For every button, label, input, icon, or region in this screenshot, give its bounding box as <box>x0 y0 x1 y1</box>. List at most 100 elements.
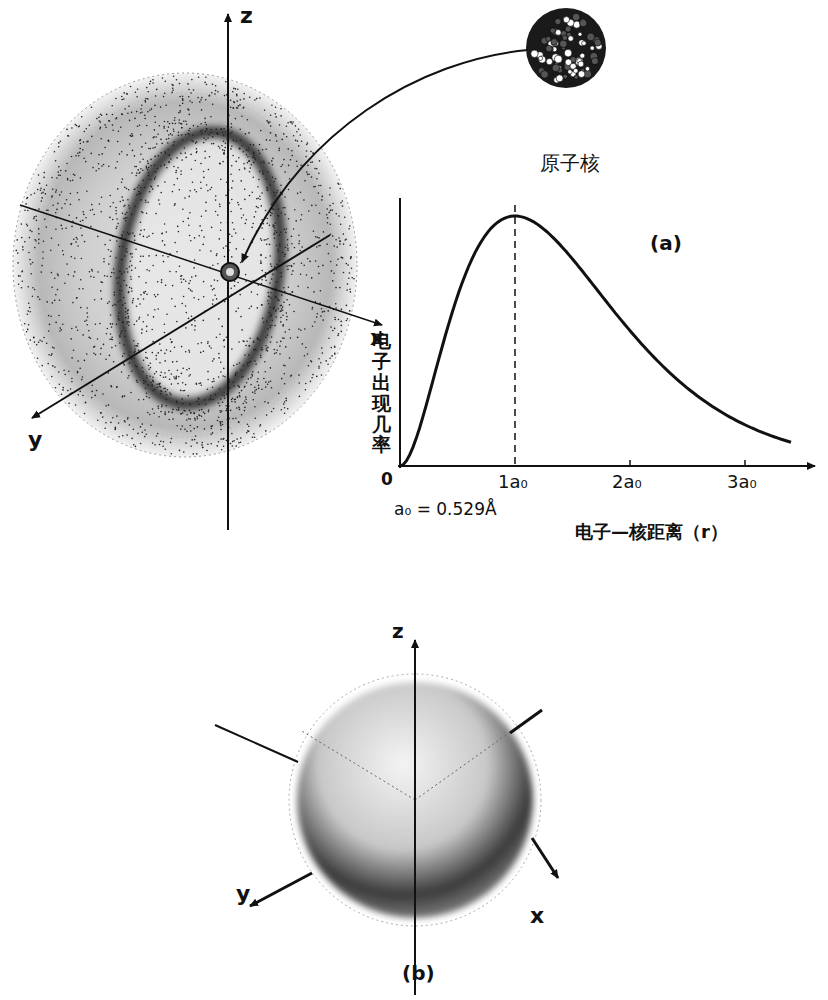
cloud-dot <box>225 143 227 145</box>
cloud-dot <box>220 229 222 231</box>
cloud-dot <box>168 419 170 421</box>
cloud-dot <box>115 345 117 347</box>
cloud-dot <box>104 244 106 246</box>
cloud-dot <box>110 206 112 208</box>
cloud-dot <box>237 397 239 399</box>
cloud-dot <box>249 96 251 98</box>
cloud-dot <box>175 271 177 273</box>
cloud-dot <box>178 112 180 114</box>
cloud-dot <box>265 210 267 212</box>
cloud-dot <box>284 407 286 409</box>
cloud-dot <box>91 136 93 138</box>
cloud-dot <box>157 134 159 136</box>
cloud-dot <box>16 239 18 241</box>
cloud-dot <box>129 287 131 289</box>
cloud-dot <box>203 350 205 352</box>
cloud-dot <box>194 439 196 441</box>
cloud-dot <box>212 360 214 362</box>
cloud-dot <box>223 340 225 342</box>
cloud-dot <box>162 240 164 242</box>
cloud-dot <box>199 235 201 237</box>
cloud-dot <box>68 274 70 276</box>
cloud-dot <box>161 143 163 145</box>
cloud-dot <box>141 104 143 106</box>
cloud-dot <box>318 237 320 239</box>
cloud-dot <box>188 196 190 198</box>
cloud-dot <box>145 101 147 103</box>
cloud-dot <box>134 206 136 208</box>
cloud-dot <box>209 399 211 401</box>
cloud-dot <box>113 268 115 270</box>
cloud-dot <box>65 170 67 172</box>
cloud-dot <box>144 436 146 438</box>
cloud-dot <box>68 402 70 404</box>
cloud-dot <box>178 132 180 134</box>
cloud-dot <box>159 384 161 386</box>
cloud-dot <box>173 141 175 143</box>
cloud-dot <box>126 323 128 325</box>
cloud-dot <box>229 202 231 204</box>
cloud-dot <box>115 304 117 306</box>
cloud-dot <box>71 243 73 245</box>
cloud-dot <box>34 341 36 343</box>
cloud-dot <box>223 395 225 397</box>
cloud-dot <box>99 128 101 130</box>
cloud-dot <box>206 450 208 452</box>
cloud-dot <box>286 136 288 138</box>
cloud-dot <box>287 244 289 246</box>
cloud-dot <box>97 236 99 238</box>
cloud-dot <box>25 203 27 205</box>
cloud-dot <box>134 324 136 326</box>
cloud-dot <box>277 215 279 217</box>
cloud-dot <box>174 347 176 349</box>
cloud-dot <box>152 377 154 379</box>
cloud-dot <box>104 124 106 126</box>
cloud-dot <box>237 107 239 109</box>
cloud-dot <box>212 381 214 383</box>
cloud-dot <box>232 91 234 93</box>
cloud-dot <box>247 424 249 426</box>
cloud-dot <box>297 337 299 339</box>
cloud-dot <box>168 162 170 164</box>
cloud-dot <box>287 122 289 124</box>
cloud-dot <box>108 165 110 167</box>
cloud-dot <box>346 289 348 291</box>
cloud-dot <box>241 414 243 416</box>
cloud-dot <box>52 189 54 191</box>
cloud-dot <box>297 193 299 195</box>
cloud-dot <box>222 161 224 163</box>
cloud-dot <box>43 189 45 191</box>
cloud-dot <box>131 358 133 360</box>
cloud-dot <box>124 395 126 397</box>
cloud-dot <box>164 151 166 153</box>
cloud-dot <box>223 153 225 155</box>
cloud-dot <box>161 406 163 408</box>
cloud-dot <box>75 326 77 328</box>
cloud-dot <box>244 168 246 170</box>
cloud-dot <box>124 421 126 423</box>
cloud-dot <box>338 237 340 239</box>
cloud-dot <box>163 261 165 263</box>
cloud-dot <box>161 282 163 284</box>
cloud-dot <box>136 194 138 196</box>
cloud-dot <box>318 266 320 268</box>
cloud-dot <box>71 226 73 228</box>
cloud-dot <box>194 259 196 261</box>
cloud-dot <box>246 382 248 384</box>
cloud-dot <box>271 325 273 327</box>
cloud-dot <box>198 383 200 385</box>
cloud-dot <box>38 243 40 245</box>
cloud-dot <box>22 249 24 251</box>
cloud-dot <box>273 308 275 310</box>
cloud-dot <box>136 306 138 308</box>
cloud-dot <box>164 323 166 325</box>
cloud-dot <box>49 324 51 326</box>
cloud-dot <box>258 372 260 374</box>
cloud-dot <box>286 266 288 268</box>
cloud-dot <box>253 341 255 343</box>
cloud-dot <box>135 249 137 251</box>
cloud-dot <box>17 262 19 264</box>
cloud-dot <box>201 97 203 99</box>
cloud-dot <box>67 178 69 180</box>
cloud-dot <box>259 171 261 173</box>
